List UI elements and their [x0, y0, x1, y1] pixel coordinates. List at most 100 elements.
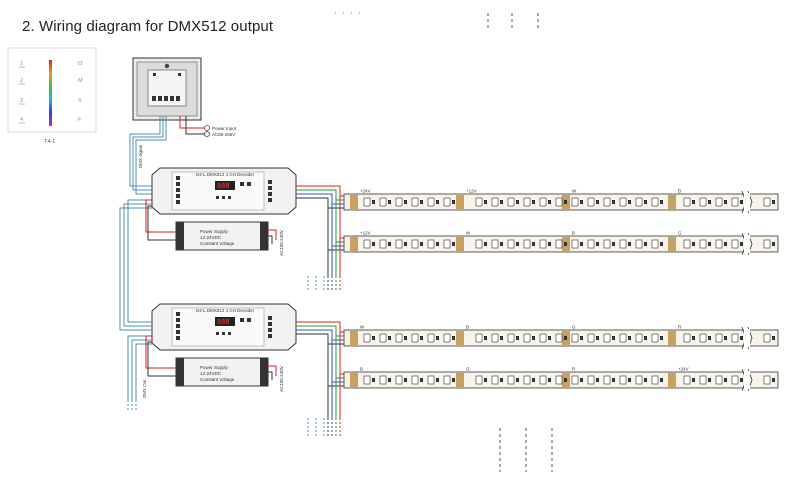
resistor: [500, 378, 503, 382]
led-chip: [699, 333, 707, 343]
led-chip: [619, 333, 627, 343]
power-input-terminal-l: [204, 125, 210, 131]
led-chip: [507, 333, 515, 343]
resistor: [372, 200, 375, 204]
resistor: [532, 242, 535, 246]
page-title: 2. Wiring diagram for DMX512 output: [22, 18, 274, 35]
decoder-2-model: D4-L DMX512 4 CH Decoder: [196, 308, 255, 313]
solder-pad: [456, 237, 464, 251]
resistor: [452, 336, 455, 340]
strip-unit-label: R: [572, 367, 576, 372]
led-chip: [715, 333, 723, 343]
resistor: [740, 378, 743, 382]
led-chip: [571, 333, 579, 343]
mode-key[interactable]: M: [78, 78, 83, 84]
remote-key-3[interactable]: 3: [20, 98, 23, 104]
solder-pad: [668, 331, 676, 345]
resistor: [708, 200, 711, 204]
solder-pad: [456, 195, 464, 209]
solder-pad: [456, 331, 464, 345]
resistor: [692, 242, 695, 246]
led-chip: [635, 239, 643, 249]
speed-key[interactable]: S: [78, 98, 82, 104]
led-chip: [731, 197, 739, 207]
remote-key-2[interactable]: 2: [20, 78, 23, 84]
led-chip: [651, 239, 659, 249]
led-chip: [651, 375, 659, 385]
decoder-1-buttons[interactable]: [216, 196, 231, 199]
strip-unit-label: +12V: [466, 189, 477, 194]
function-key[interactable]: F: [78, 117, 82, 123]
resistor: [548, 336, 551, 340]
led-chip: [763, 375, 771, 385]
remote-model-label: T4-1: [44, 139, 55, 145]
decoder-1-outputs: [296, 185, 350, 276]
led-chip: [491, 375, 499, 385]
resistor: [372, 378, 375, 382]
resistor: [628, 378, 631, 382]
decoder-2-outputs: [296, 321, 350, 418]
resistor: [388, 378, 391, 382]
resistor: [516, 336, 519, 340]
remote-key-4[interactable]: 4: [20, 117, 23, 123]
resistor: [660, 200, 663, 204]
led-chip: [763, 333, 771, 343]
led-chip: [555, 375, 563, 385]
decoder-2: D4-L DMX512 4 CH Decoder 888: [151, 303, 297, 351]
led-chip: [411, 333, 419, 343]
remote-t4-1: 1 2 3 4 O M S F T4-1: [7, 47, 97, 145]
decoder-2-output-dashes: [307, 418, 341, 436]
led-chip: [523, 333, 531, 343]
resistor: [692, 378, 695, 382]
led-chip: [555, 239, 563, 249]
resistor: [548, 242, 551, 246]
resistor: [708, 378, 711, 382]
resistor: [564, 336, 567, 340]
led-chip: [363, 333, 371, 343]
strip-unit-label: +24V: [678, 367, 689, 372]
psu-2-line1: Power Supply: [200, 365, 229, 370]
resistor: [740, 336, 743, 340]
resistor: [388, 242, 391, 246]
remote-key-1[interactable]: 1: [20, 61, 23, 67]
resistor: [724, 378, 727, 382]
resistor: [644, 378, 647, 382]
led-chip: [635, 375, 643, 385]
resistor: [500, 336, 503, 340]
color-wheel-slider[interactable]: [49, 60, 52, 126]
solder-pad: [668, 237, 676, 251]
resistor: [596, 200, 599, 204]
strip-unit-label: W: [466, 231, 471, 236]
resistor: [628, 242, 631, 246]
power-input-voltage: AC85-265V: [212, 132, 235, 137]
led-chip: [443, 197, 451, 207]
led-chip: [379, 197, 387, 207]
resistor: [532, 200, 535, 204]
resistor: [484, 336, 487, 340]
resistor: [580, 336, 583, 340]
led-chip: [603, 239, 611, 249]
resistor: [596, 242, 599, 246]
resistor: [612, 336, 615, 340]
resistor: [564, 200, 567, 204]
resistor: [692, 200, 695, 204]
led-chip: [571, 239, 579, 249]
psu-2-line3: Constant Voltage: [200, 377, 235, 382]
resistor: [660, 378, 663, 382]
resistor: [772, 242, 775, 246]
resistor: [404, 200, 407, 204]
power-key[interactable]: O: [78, 61, 83, 67]
strip-unit-label: +12V: [360, 231, 371, 236]
led-chip: [683, 197, 691, 207]
resistor: [532, 336, 535, 340]
resistor: [436, 378, 439, 382]
led-chip: [619, 197, 627, 207]
led-chip: [427, 239, 435, 249]
decoder-2-buttons[interactable]: [216, 332, 231, 335]
resistor: [436, 336, 439, 340]
resistor: [580, 242, 583, 246]
led-chip: [683, 333, 691, 343]
